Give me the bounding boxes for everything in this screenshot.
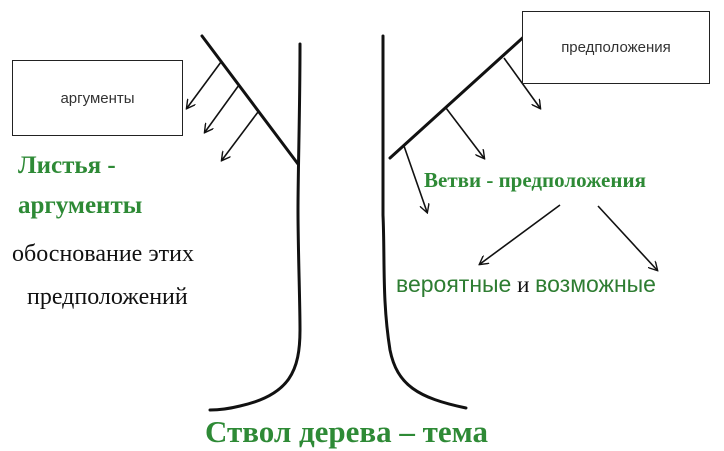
leaves-label-line1: Листья - — [18, 152, 116, 179]
probable-label: вероятные — [396, 271, 512, 297]
right-branch-arrow-2 — [445, 107, 484, 158]
outcomes-row: вероятные и возможные — [396, 271, 656, 298]
split-arrow-right — [597, 205, 657, 270]
left-branch-arrow-3 — [222, 111, 259, 160]
arguments-box: аргументы — [12, 60, 183, 136]
and-label: и — [517, 272, 530, 297]
assumptions-box-label: предположения — [561, 39, 671, 56]
possible-label: возможные — [535, 271, 656, 297]
right-branch-line — [388, 31, 530, 160]
leaves-label-line2: аргументы — [18, 192, 143, 219]
trunk-label: Ствол дерева – тема — [205, 414, 489, 449]
arguments-box-label: аргументы — [60, 89, 135, 107]
split-arrow-left — [480, 204, 561, 264]
right-branch-arrow-1 — [403, 145, 427, 212]
justification-line1: обоснование этих — [12, 241, 194, 267]
trunk-left-line — [208, 42, 302, 412]
justification-line2: предположений — [27, 284, 188, 310]
assumptions-box: предположения — [522, 11, 710, 84]
branches-label: Ветви - предположения — [424, 168, 646, 192]
left-branch-arrow-1 — [187, 61, 222, 108]
left-branch-line — [200, 34, 300, 166]
trunk-right-line — [381, 34, 468, 410]
left-branch-arrow-2 — [205, 84, 240, 132]
